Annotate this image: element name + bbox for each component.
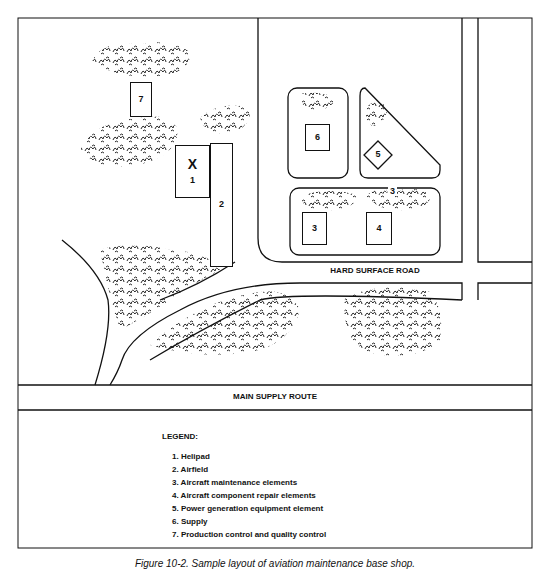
roads [18,18,532,410]
callout-number: 3 [312,224,317,234]
legend-item: 7. Production control and quality contro… [172,530,326,539]
legend-item: 2. Airfield [172,465,208,474]
helipad-mark: X [188,157,197,172]
figure-caption: Figure 10-2. Sample layout of aviation m… [135,558,415,569]
building-box: 3 [302,212,327,245]
legend-item: 5. Power generation equipment element [172,504,323,513]
legend-heading: LEGEND: [160,432,200,441]
road-name: MAIN SUPPLY ROUTE [231,392,319,401]
trees [80,42,441,356]
callout-number: 5 [375,150,380,160]
legend-item: 3. Aircraft maintenance elements [172,478,297,487]
callout-number: 3 [388,186,397,196]
legend-item: 4. Aircraft component repair elements [172,491,316,500]
building-box: 6 [305,124,330,151]
callout-number: 6 [315,133,320,143]
building-box: X1 [175,145,210,198]
callout-number: 7 [138,95,143,105]
callout-number: 2 [219,200,224,210]
callout-number: 1 [190,176,195,186]
frame [18,18,532,548]
road-name: HARD SURFACE ROAD [328,266,421,275]
legend-item: 6. Supply [172,517,208,526]
building-box: 4 [366,212,392,245]
building-box: 7 [130,82,152,117]
building-box: 2 [210,143,233,267]
callout-number: 4 [376,224,381,234]
legend-item: 1. Helipad [172,452,210,461]
building-diamond: 5 [363,140,393,170]
